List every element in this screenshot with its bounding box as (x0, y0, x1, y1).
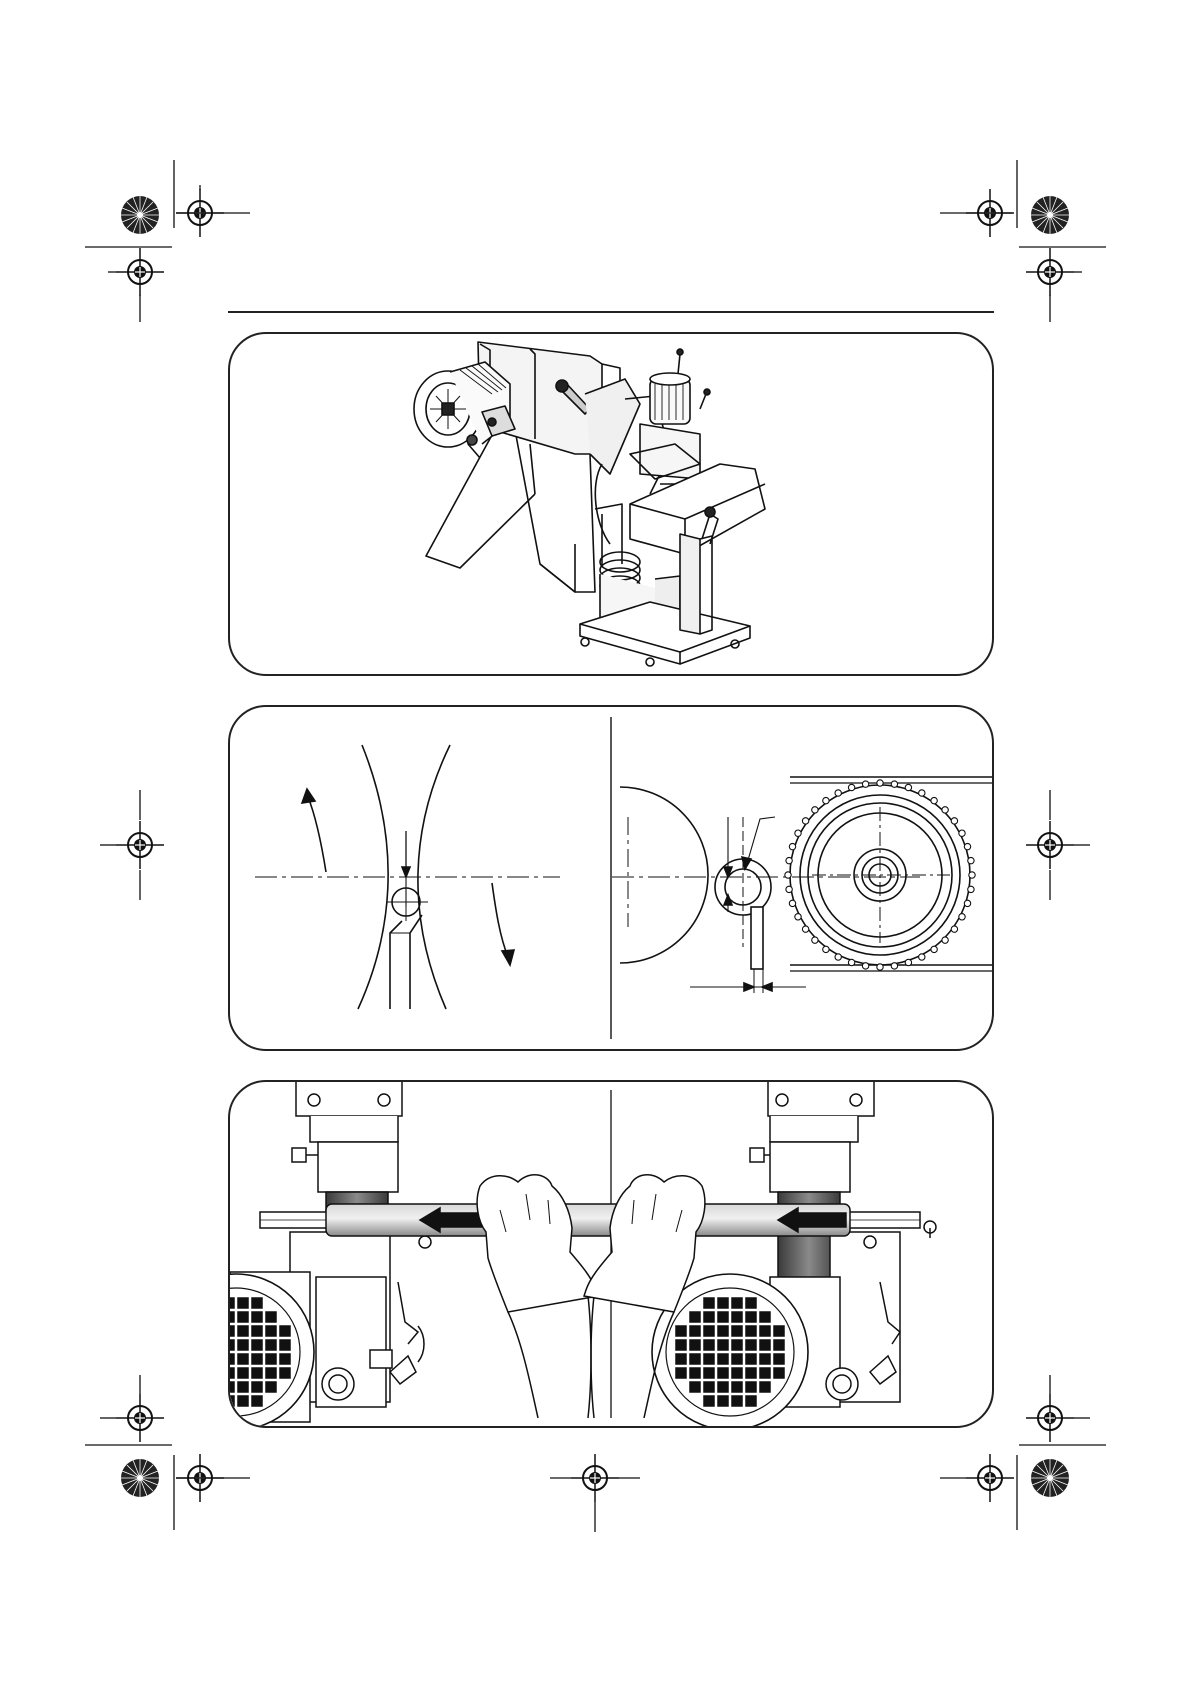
belt-tooth (795, 914, 801, 920)
belt-tooth (959, 830, 965, 836)
belt-tooth (862, 963, 868, 969)
belt-tooth (968, 886, 974, 892)
feeding-drawing (230, 1082, 992, 1426)
glove-left (477, 1175, 598, 1312)
color-target-icon (1031, 196, 1069, 234)
belt-tooth (835, 790, 841, 796)
belt-tooth (789, 900, 795, 906)
belt-tooth (786, 857, 792, 863)
belt-tooth (964, 843, 970, 849)
machine-overview-figure (228, 332, 994, 676)
belt-tooth (919, 954, 925, 960)
registration-mark-icon (1026, 248, 1074, 296)
registration-mark-icon (1026, 821, 1074, 869)
belt-tooth (812, 937, 818, 943)
registration-mark-icon (116, 248, 164, 296)
belt-tooth (942, 937, 948, 943)
belt-tooth (862, 781, 868, 787)
large-wheel-arc (620, 787, 708, 963)
belt-tooth (942, 807, 948, 813)
belt-tooth (848, 784, 854, 790)
belt-tooth (795, 830, 801, 836)
belt-tooth (891, 781, 897, 787)
registration-mark-icon (176, 189, 224, 237)
belt-tooth (931, 797, 937, 803)
registration-mark-icon (176, 1454, 224, 1502)
belt-tooth (823, 797, 829, 803)
belt-tooth (931, 946, 937, 952)
belt-tooth (802, 926, 808, 932)
belt-tooth (823, 946, 829, 952)
belt-tooth (919, 790, 925, 796)
belt-tooth (786, 886, 792, 892)
registration-mark-icon (571, 1454, 619, 1502)
workpiece-pipe (326, 1204, 850, 1236)
belt-tooth (848, 959, 854, 965)
geometry-drawing (230, 707, 992, 1049)
color-target-icon (121, 196, 159, 234)
color-target-icon (121, 1459, 159, 1497)
belt-tooth (891, 963, 897, 969)
registration-mark-icon (116, 1394, 164, 1442)
belt-tooth (951, 926, 957, 932)
belt-tooth (968, 857, 974, 863)
machine-drawing (230, 334, 992, 674)
belt-tooth (789, 843, 795, 849)
belt-tooth (877, 964, 883, 970)
belt-tooth (877, 780, 883, 786)
belt-tooth (951, 818, 957, 824)
registration-mark-icon (116, 821, 164, 869)
belt-tooth (959, 914, 965, 920)
belt-tooth (969, 872, 975, 878)
belt-tooth (905, 959, 911, 965)
belt-tooth (905, 784, 911, 790)
grinding-geometry-figure (228, 705, 994, 1051)
registration-mark-icon (966, 189, 1014, 237)
hand-feeding-figure (228, 1080, 994, 1428)
belt-tooth (964, 900, 970, 906)
belt-tooth (835, 954, 841, 960)
registration-mark-icon (966, 1454, 1014, 1502)
belt-tooth (802, 818, 808, 824)
registration-mark-icon (1026, 1394, 1074, 1442)
header-rule (228, 311, 994, 313)
belt-tooth (812, 807, 818, 813)
belt-tooth (785, 872, 791, 878)
color-target-icon (1031, 1459, 1069, 1497)
